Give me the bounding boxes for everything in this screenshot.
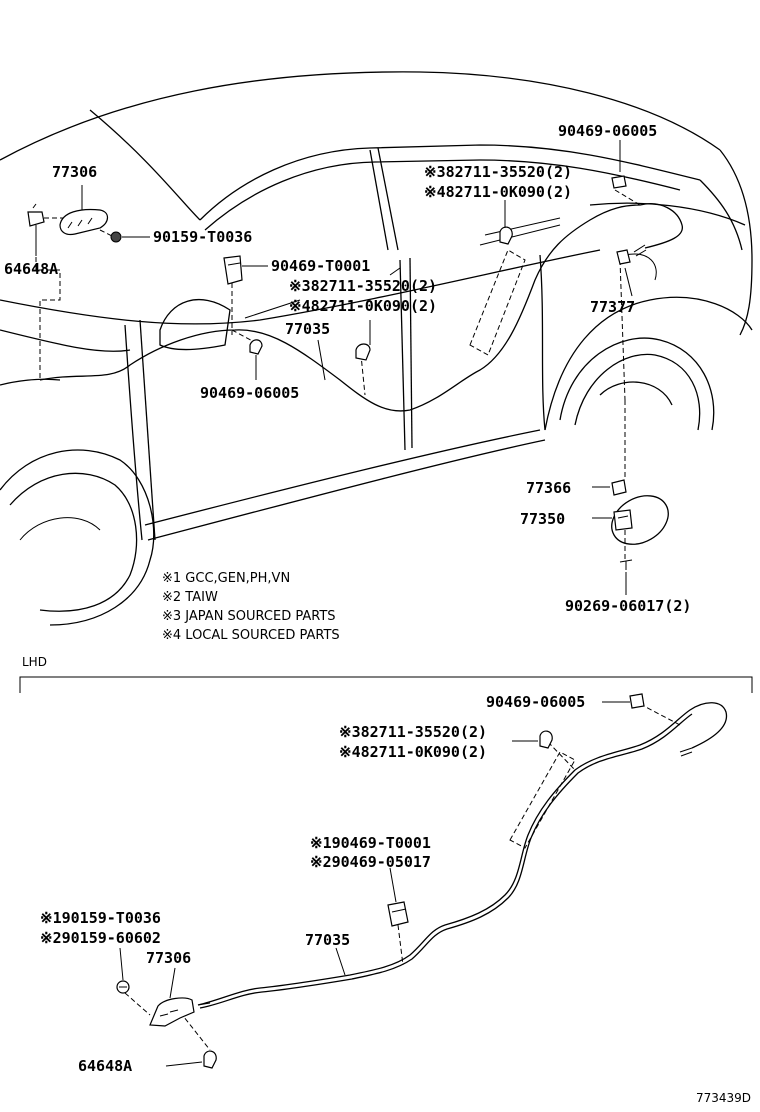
- grommet-icon: [611, 175, 627, 189]
- upper-part-labels: 77306 64648A 90159-T0036 90469-T0001 904…: [4, 122, 691, 615]
- label-90159-t0036: 90159-T0036: [153, 228, 252, 246]
- label-82711-0k090-b: ※482711-0K090(2): [289, 297, 437, 315]
- lhd-bracket: [19, 676, 753, 693]
- upper-part-shapes: [27, 175, 633, 570]
- label-90469-t0001: 90469-T0001: [271, 257, 370, 275]
- fuel-opener-cable-lower: [197, 702, 728, 1009]
- cable-clip-icon: [355, 343, 371, 361]
- note-3: ※3 JAPAN SOURCED PARTS: [162, 609, 336, 624]
- screw-icon: [619, 559, 633, 570]
- label-77366: 77366: [526, 479, 571, 497]
- note-2: ※2 TAIW: [162, 590, 218, 605]
- cable-clip-icon: [499, 226, 513, 245]
- label-lhd-90159-60602: ※290159-60602: [40, 929, 161, 947]
- label-90269-06017: 90269-06017(2): [565, 597, 691, 615]
- lower-leader-lines: [119, 701, 630, 1067]
- label-82711-0k090-a: ※482711-0K090(2): [424, 183, 572, 201]
- label-77306: 77306: [52, 163, 97, 181]
- note-1: ※1 GCC,GEN,PH,VN: [162, 571, 290, 586]
- label-lhd-82711-35520: ※382711-35520(2): [339, 723, 487, 741]
- label-lhd-90469-05017: ※290469-05017: [310, 853, 431, 871]
- note-4: ※4 LOCAL SOURCED PARTS: [162, 628, 340, 643]
- lever-mount-clip-icon: [203, 1050, 217, 1069]
- cable-clamp-icon: [387, 901, 409, 927]
- grommet-icon: [629, 693, 645, 709]
- label-90469-06005-top: 90469-06005: [558, 122, 657, 140]
- label-77377: 77377: [590, 298, 635, 316]
- lhd-section-label: LHD: [22, 655, 47, 669]
- label-77035-upper: 77035: [285, 320, 330, 338]
- fuel-opener-lever-icon: [149, 997, 195, 1027]
- label-lhd-77035: 77035: [305, 931, 350, 949]
- upper-leader-lines: [35, 140, 633, 595]
- lower-part-shapes: [116, 693, 645, 1069]
- lower-part-labels: 90469-06005 ※382711-35520(2) ※482711-0K0…: [40, 693, 585, 1075]
- cable-clamp-icon: [223, 255, 243, 285]
- label-lhd-77306: 77306: [146, 949, 191, 967]
- lever-mount-clip-icon: [27, 203, 45, 227]
- footnotes: ※1 GCC,GEN,PH,VN ※2 TAIW ※3 JAPAN SOURCE…: [162, 571, 340, 643]
- fuel-lid-hinge-icon: [613, 509, 633, 531]
- screw-icon: [116, 980, 130, 994]
- cable-end-icon: [616, 249, 631, 265]
- figure-id: 773439D: [696, 1091, 751, 1105]
- fuel-lid-spring-icon: [611, 479, 627, 496]
- label-lhd-82711-0k090: ※482711-0K090(2): [339, 743, 487, 761]
- cable-clip-icon: [249, 339, 263, 355]
- car-body-outline: [0, 71, 753, 626]
- label-64648a: 64648A: [4, 260, 58, 278]
- cable-clip-icon: [539, 730, 553, 749]
- upper-dashed-leaders: [35, 189, 641, 560]
- label-lhd-90469-06005: 90469-06005: [486, 693, 585, 711]
- label-82711-35520-b: ※382711-35520(2): [289, 277, 437, 295]
- lower-dashed-leaders: [124, 703, 681, 1051]
- label-77350: 77350: [520, 510, 565, 528]
- label-90469-06005-mid: 90469-06005: [200, 384, 299, 402]
- fuel-opener-cable-upper: [39, 203, 683, 412]
- screw-icon: [110, 231, 122, 243]
- label-lhd-90159-t0036: ※190159-T0036: [40, 909, 161, 927]
- label-lhd-64648a: 64648A: [78, 1057, 132, 1075]
- fuel-opener-lever-icon: [59, 208, 109, 236]
- label-82711-35520-a: ※382711-35520(2): [424, 163, 572, 181]
- label-lhd-90469-t0001: ※190469-T0001: [310, 834, 431, 852]
